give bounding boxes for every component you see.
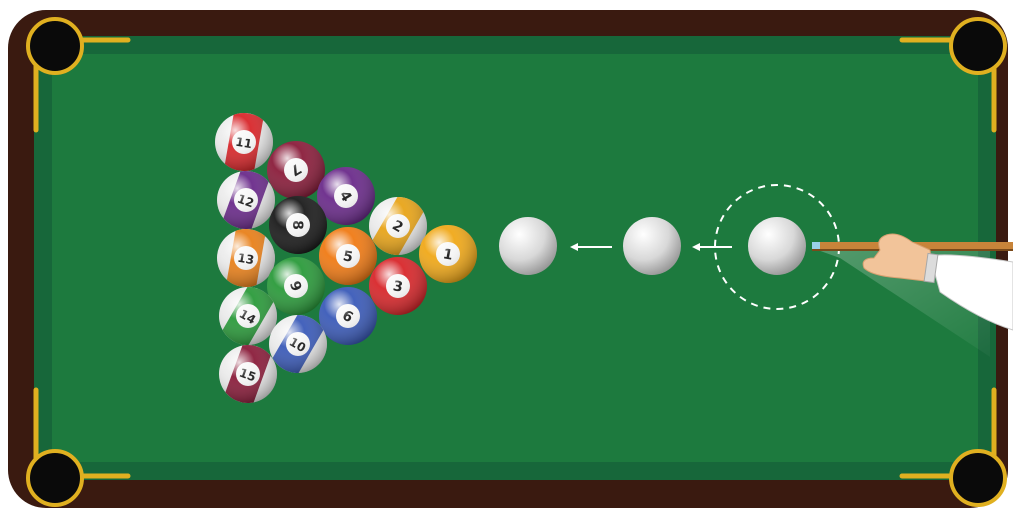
- ball-6: 6: [319, 287, 377, 345]
- pocket-bottom-left: [28, 451, 82, 505]
- pocket-top-left: [28, 19, 82, 73]
- ball-1: 1: [419, 225, 477, 283]
- ball-4: 4: [317, 167, 375, 225]
- ball-3: 3: [369, 257, 427, 315]
- cue-ball-target: [499, 217, 557, 275]
- pocket-bottom-right: [951, 451, 1005, 505]
- ball-7: 7: [267, 141, 325, 199]
- ball-9: 9: [267, 257, 325, 315]
- cue-balls: [499, 217, 806, 275]
- cue-ball-mid: [623, 217, 681, 275]
- pocket-top-right: [951, 19, 1005, 73]
- ball-8: 8: [269, 196, 327, 254]
- cue-ball-start: [748, 217, 806, 275]
- ball-5: 5: [319, 227, 377, 285]
